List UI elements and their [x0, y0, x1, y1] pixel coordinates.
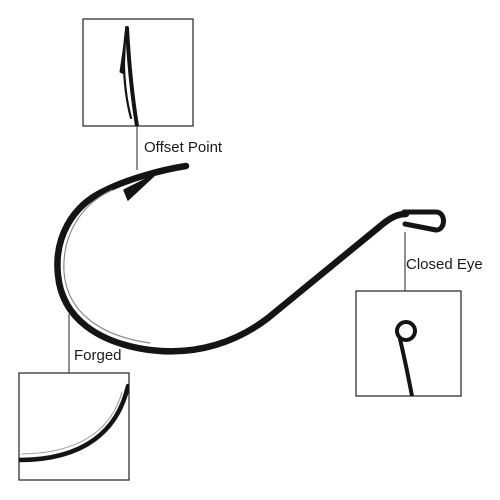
- offset-point-frame: [82, 18, 194, 127]
- forged-shine: [21, 391, 123, 455]
- hook-eye: [401, 209, 446, 233]
- closed-eye-inset: [355, 290, 462, 397]
- offset-point-shank: [125, 26, 139, 126]
- offset-point-barb: [119, 29, 127, 75]
- closed-eye-shank: [398, 337, 414, 396]
- hook-shine: [63, 189, 151, 344]
- hook-barb: [123, 173, 157, 201]
- offset-point-label: Offset Point: [144, 139, 223, 156]
- forged-frame: [18, 372, 130, 481]
- closed-eye-label: Closed Eye: [406, 256, 483, 273]
- forged-inset: [18, 372, 130, 481]
- hook-body: [54, 162, 410, 355]
- leader-lines: [68, 126, 406, 373]
- fishing-hook: [54, 162, 446, 355]
- forged-curve: [19, 383, 129, 463]
- offset-point-inset: [82, 18, 194, 127]
- forged-label: Forged: [74, 347, 122, 364]
- closed-eye-loop: [395, 320, 417, 342]
